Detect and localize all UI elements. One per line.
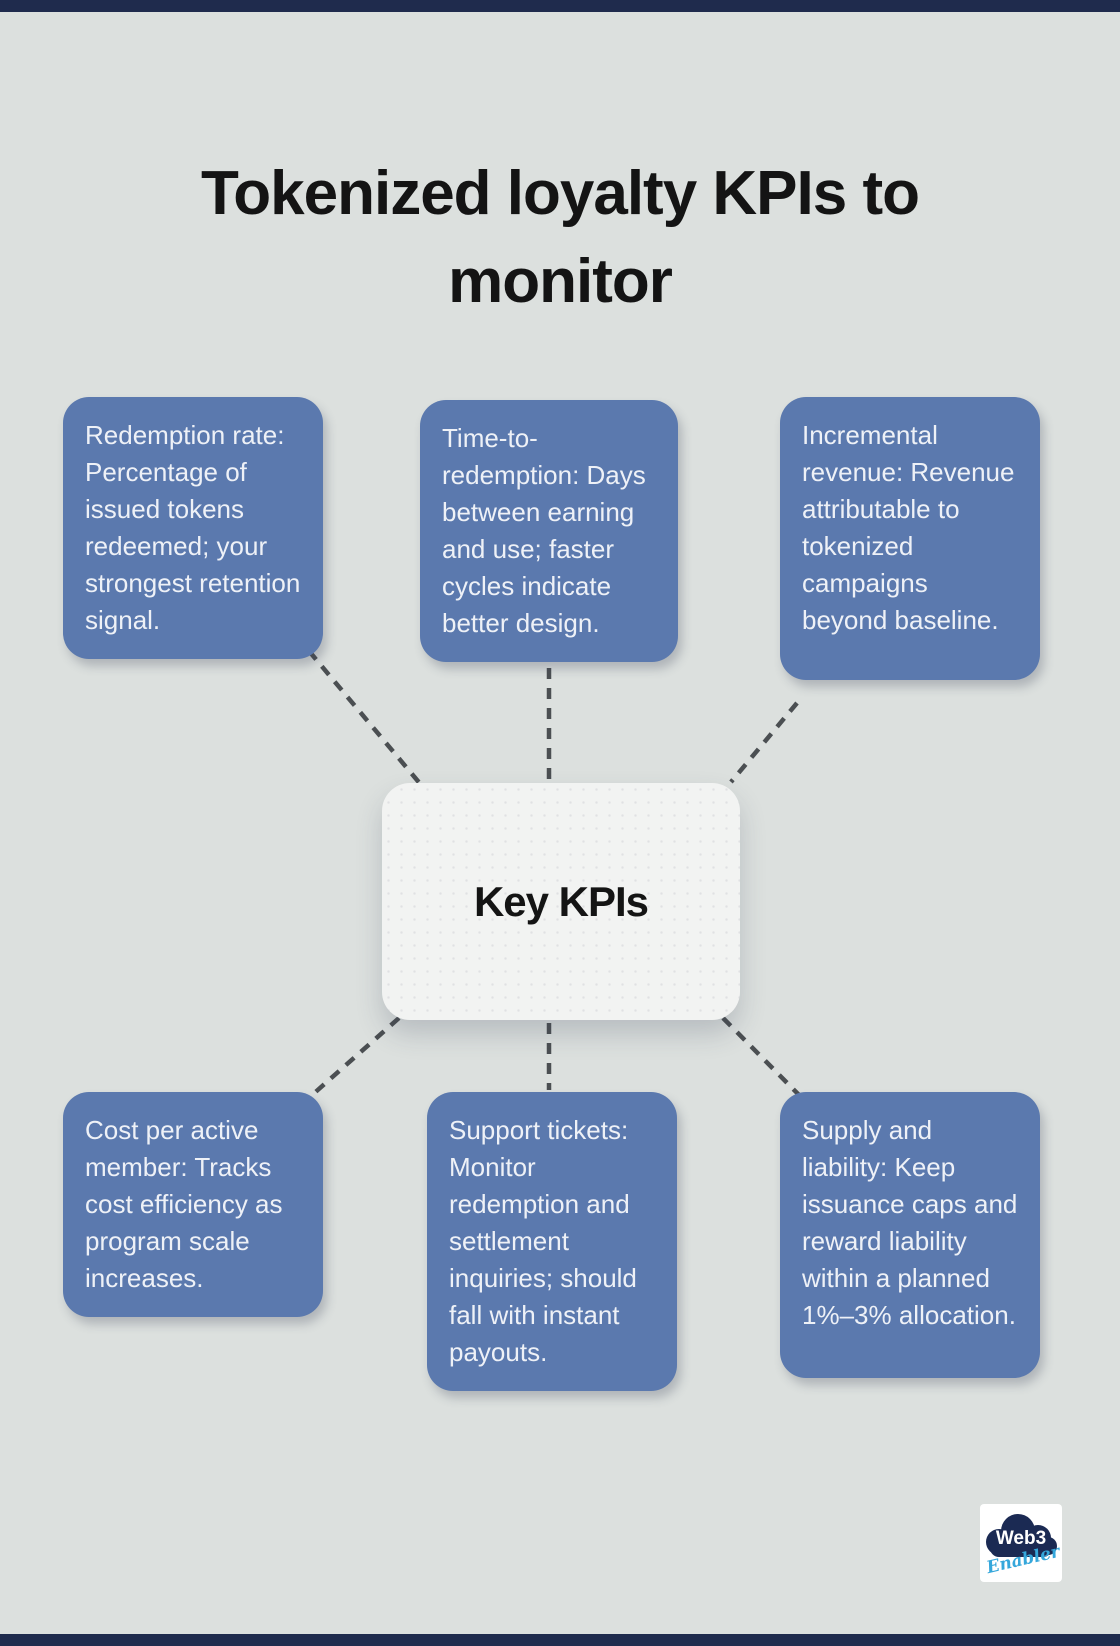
kpi-card-redemption-rate: Redemption rate: Percentage of issued to… [63, 397, 323, 659]
connector-bottom-right [721, 1016, 805, 1101]
connector-top-left [307, 649, 424, 788]
kpi-card-cost-per-active-member: Cost per active member: Tracks cost effi… [63, 1092, 323, 1317]
kpi-text: Incremental revenue: Revenue attributabl… [802, 420, 1015, 635]
kpi-text: Supply and liability: Keep issuance caps… [802, 1115, 1018, 1330]
kpi-text: Time-to-redemption: Days between earning… [442, 423, 646, 638]
logo-wordmark-web3: Web3 [995, 1528, 1047, 1549]
kpi-card-incremental-revenue: Incremental revenue: Revenue attributabl… [780, 397, 1040, 680]
kpi-card-support-tickets: Support tickets: Monitor redemption and … [427, 1092, 677, 1391]
cloud-icon [986, 1514, 1057, 1557]
top-accent-bar [0, 0, 1120, 12]
web3-enabler-logo: Web3 Enabler [980, 1504, 1062, 1582]
kpi-card-time-to-redemption: Time-to-redemption: Days between earning… [420, 400, 678, 662]
connector-bottom-left [309, 1016, 401, 1098]
center-node-key-kpis: Key KPIs [382, 783, 740, 1020]
connector-top-right [729, 701, 799, 784]
center-node-label: Key KPIs [473, 877, 649, 925]
bottom-accent-bar [0, 1634, 1120, 1646]
kpi-card-supply-and-liability: Supply and liability: Keep issuance caps… [780, 1092, 1040, 1378]
page-title: Tokenized loyalty KPIs to monitor [0, 150, 1120, 326]
kpi-text: Redemption rate: Percentage of issued to… [85, 420, 301, 635]
kpi-text: Support tickets: Monitor redemption and … [449, 1115, 637, 1367]
page-title-text: Tokenized loyalty KPIs to monitor [200, 158, 920, 316]
kpi-text: Cost per active member: Tracks cost effi… [85, 1115, 283, 1293]
